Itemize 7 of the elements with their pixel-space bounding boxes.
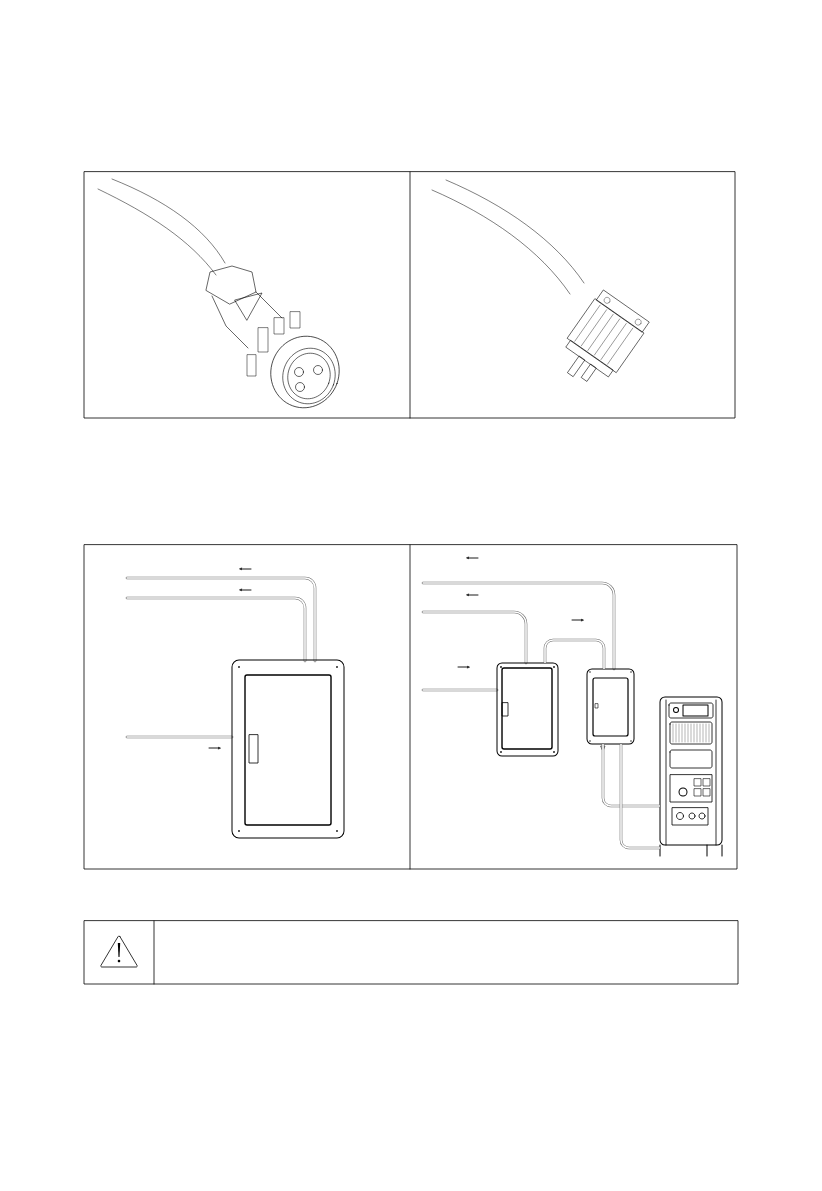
- cable: [543, 638, 606, 670]
- breaker-panel: [496, 662, 559, 757]
- transfer-switch: [586, 668, 635, 752]
- breaker-panel: [231, 659, 345, 839]
- power-station: [659, 696, 723, 857]
- cable: [601, 743, 661, 808]
- cable: [619, 743, 661, 850]
